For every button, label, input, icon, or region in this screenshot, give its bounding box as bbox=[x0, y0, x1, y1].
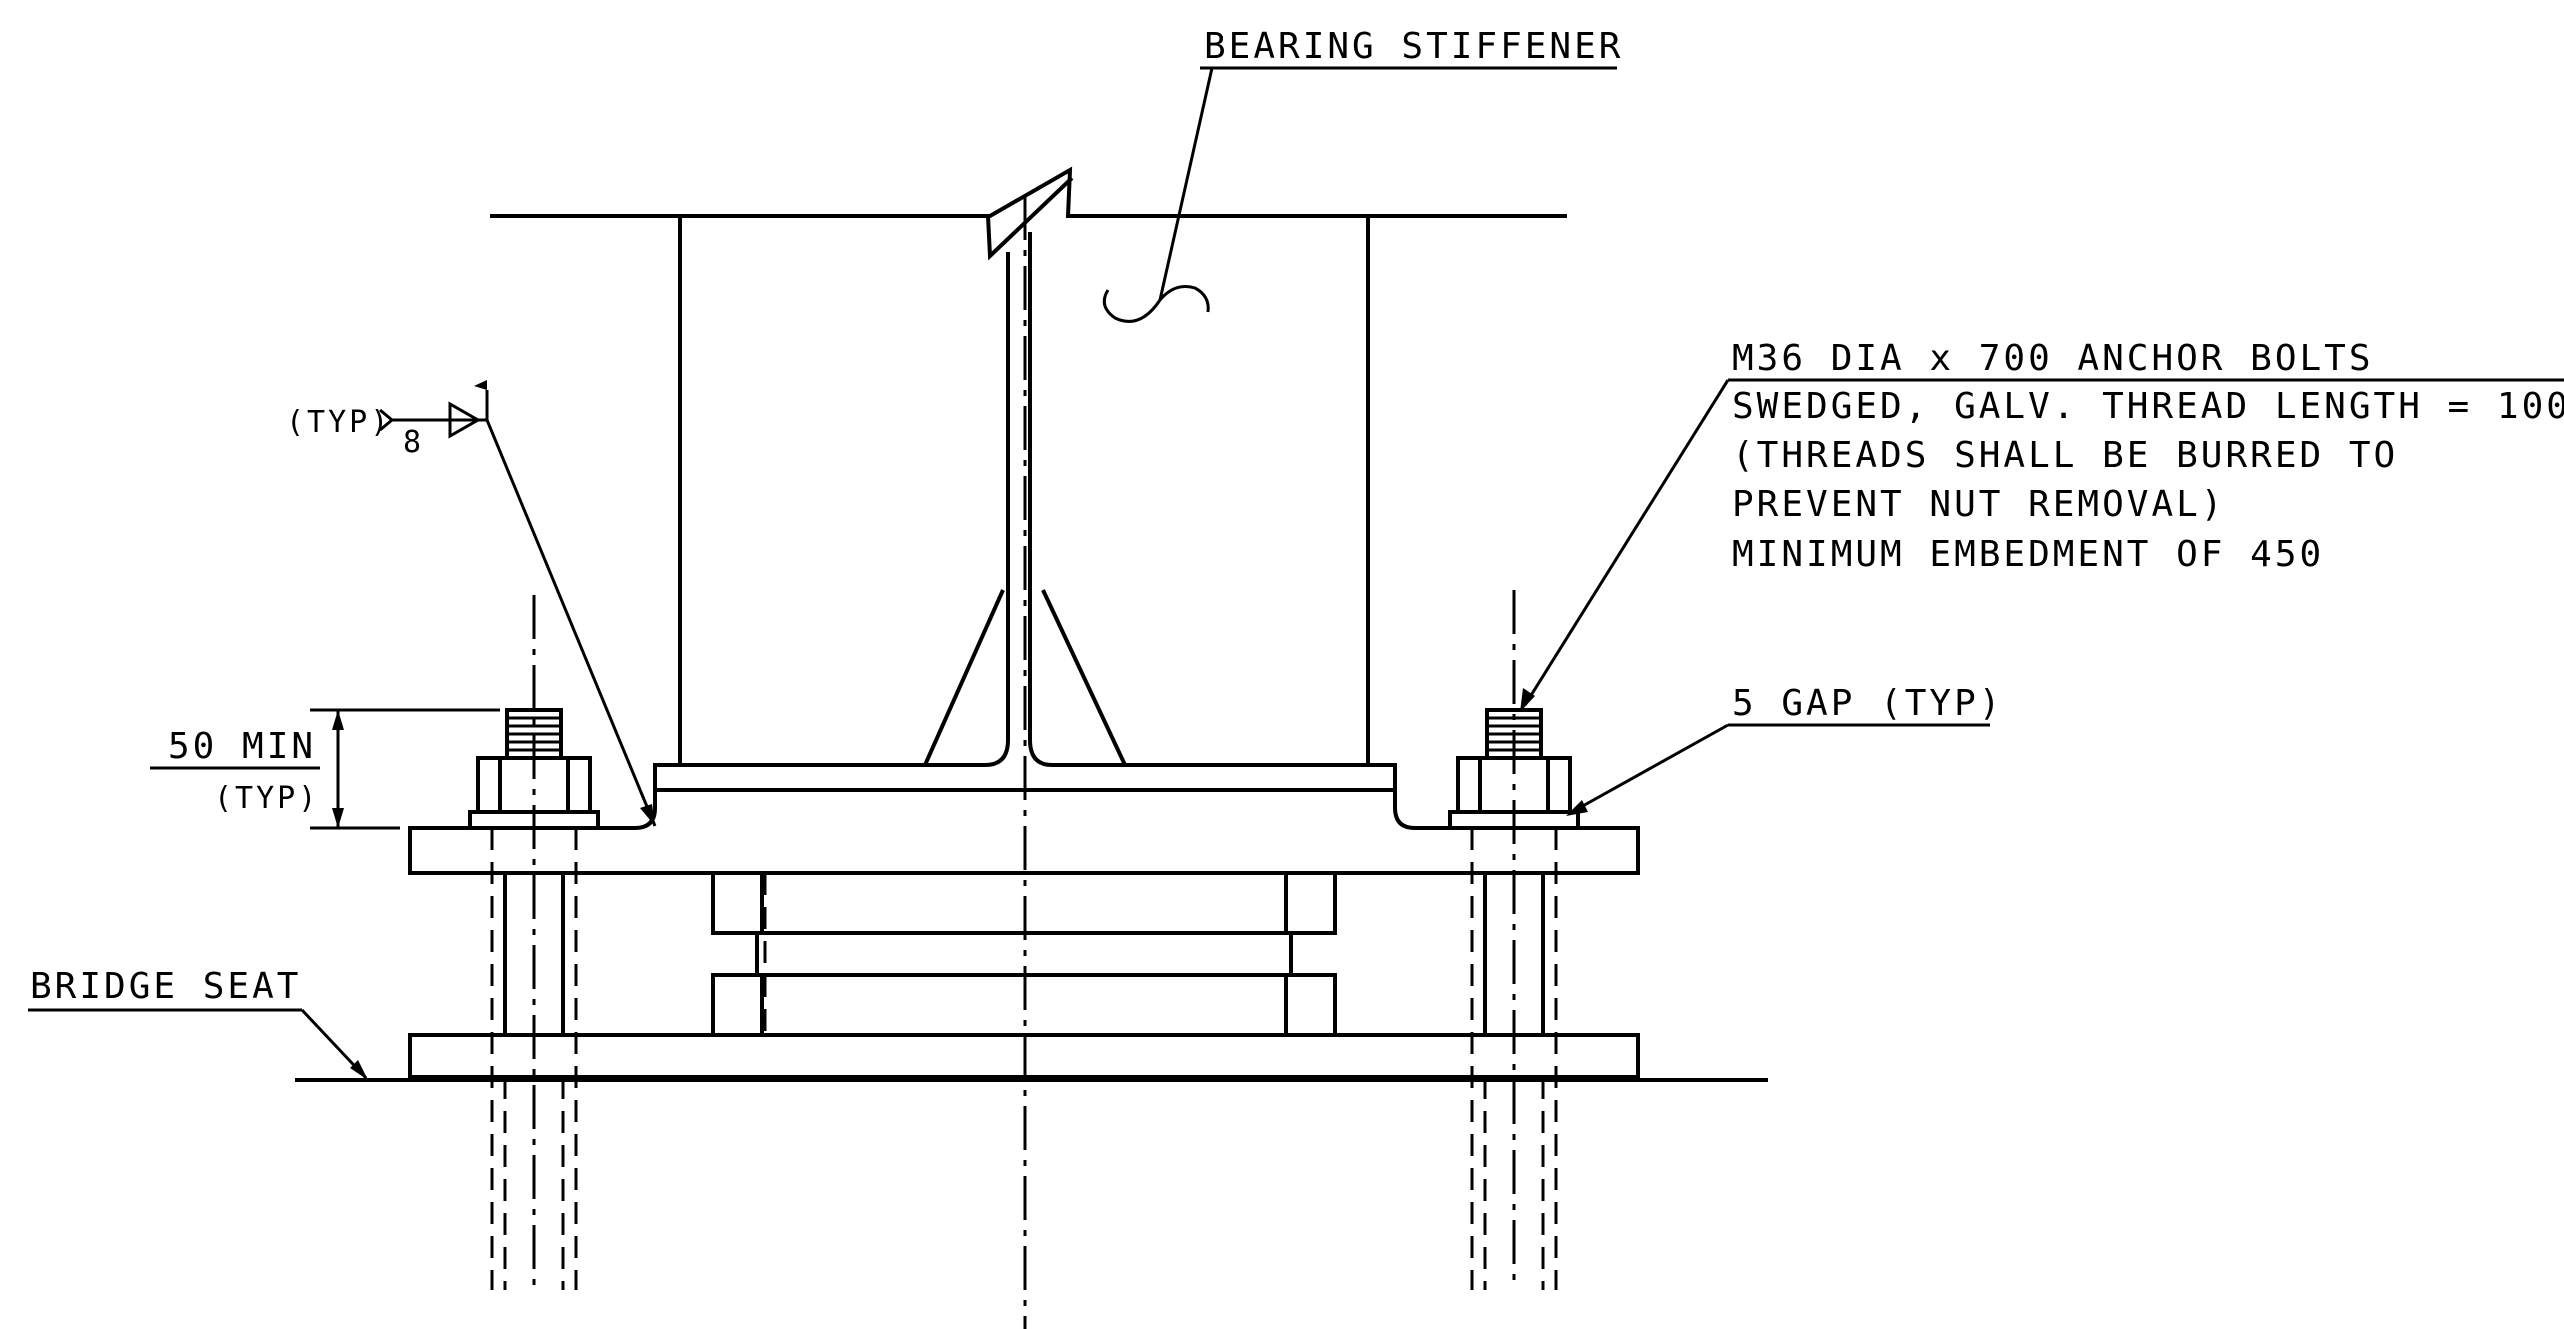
center-lines bbox=[532, 196, 1516, 1329]
bearing-stiffener-callout: BEARING STIFFENER bbox=[1102, 26, 1623, 323]
min-dim-label: 50 MIN bbox=[168, 726, 316, 767]
anchor-bolt-note: M36 DIA x 700 ANCHOR BOLTS SWEDGED, GALV… bbox=[1520, 338, 2564, 712]
bearing-stiffener-label: BEARING STIFFENER bbox=[1204, 26, 1623, 67]
bridge-seat-callout: BRIDGE SEAT bbox=[28, 966, 368, 1080]
anchor-bolts-line-3: (THREADS SHALL BE BURRED TO bbox=[1732, 435, 2398, 476]
bearing-stiffener bbox=[923, 589, 1127, 766]
left-anchor-bolt bbox=[468, 708, 600, 1290]
gap-label: 5 GAP (TYP) bbox=[1732, 683, 2003, 724]
bridge-seat-label: BRIDGE SEAT bbox=[30, 966, 301, 1007]
anchor-bolts-line-1: M36 DIA x 700 ANCHOR BOLTS bbox=[1732, 338, 2374, 379]
right-anchor-bolt bbox=[1448, 708, 1580, 1290]
anchor-bolts-line-2: SWEDGED, GALV. THREAD LENGTH = 100 bbox=[1732, 386, 2564, 427]
gap-callout: 5 GAP (TYP) bbox=[1566, 683, 2003, 816]
anchor-bolts-line-5: MINIMUM EMBEDMENT OF 450 bbox=[1732, 534, 2324, 575]
min-dimension: 50 MIN (TYP) bbox=[150, 708, 500, 830]
anchor-bolts-line-4: PREVENT NUT REMOVAL) bbox=[1732, 484, 2225, 525]
girder-outline bbox=[490, 166, 1567, 792]
weld-typ-label: (TYP) bbox=[286, 405, 391, 440]
weld-symbol-callout: (TYP) 8 bbox=[286, 380, 657, 827]
min-dim-typ-label: (TYP) bbox=[214, 781, 319, 816]
weld-size-label: 8 bbox=[403, 425, 424, 460]
